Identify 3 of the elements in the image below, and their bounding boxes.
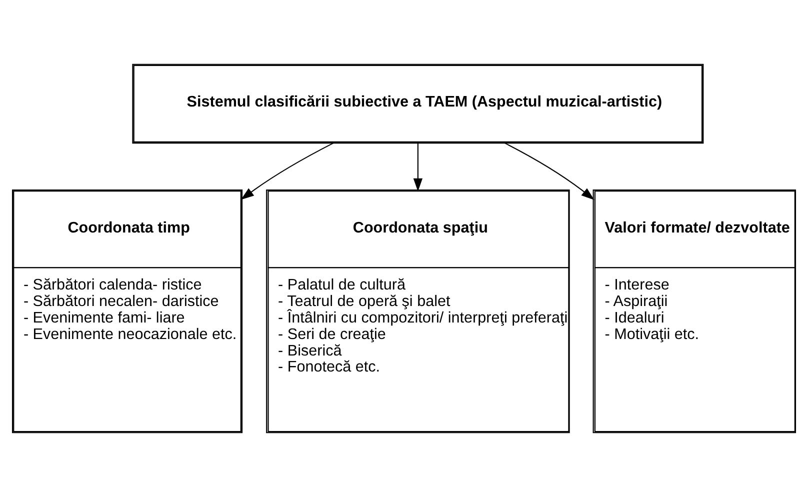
arrow [504,142,594,200]
arrow [240,142,334,200]
arrow [413,142,423,192]
